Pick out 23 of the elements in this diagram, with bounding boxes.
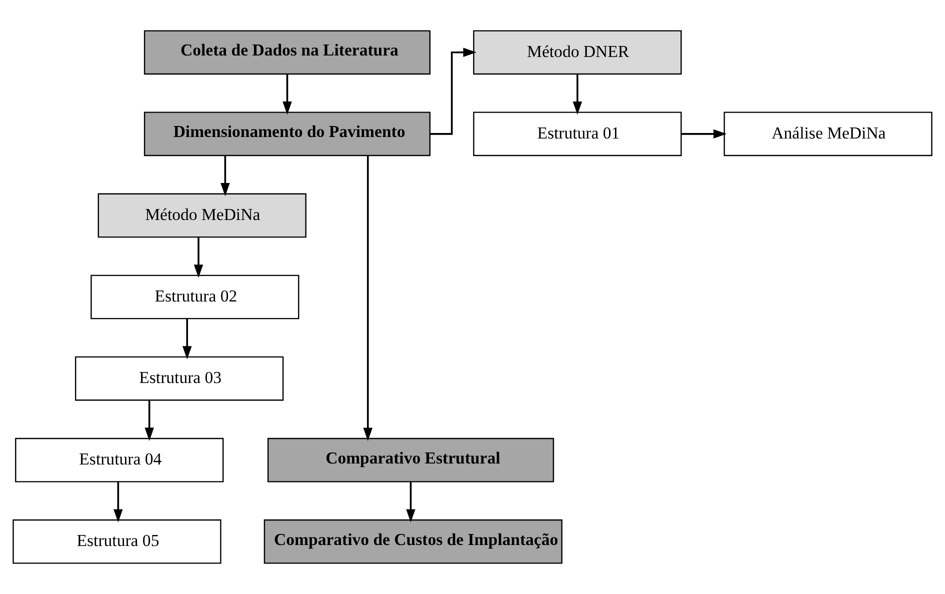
- arrow: [114, 482, 123, 522]
- arrow: [220, 156, 230, 196]
- node-box: Coleta de Dados na Literatura: [144, 30, 431, 75]
- node-box: Método DNER: [473, 30, 682, 75]
- arrow: [363, 156, 372, 441]
- node-box: Comparativo Estrutural: [267, 438, 554, 482]
- node-box: Estrutura 03: [75, 356, 284, 401]
- arrow: [572, 74, 582, 115]
- arrow: [182, 318, 192, 360]
- node-box: Estrutura 02: [90, 274, 300, 320]
- arrow: [430, 48, 476, 135]
- node-box: Análise MeDiNa: [724, 112, 932, 156]
- node-box: Método MeDiNa: [98, 193, 306, 238]
- node-box: Dimensionamento do Pavimento: [144, 112, 431, 156]
- arrow: [681, 129, 727, 139]
- node-box: Estrutura 01: [473, 112, 682, 156]
- arrow: [406, 482, 416, 522]
- node-box: Comparativo de Custos de Implantação: [264, 519, 562, 564]
- arrow: [194, 237, 204, 278]
- node-box: Estrutura 04: [15, 438, 224, 482]
- arrow: [282, 74, 292, 115]
- arrow: [144, 400, 154, 441]
- node-box: Estrutura 05: [12, 519, 222, 564]
